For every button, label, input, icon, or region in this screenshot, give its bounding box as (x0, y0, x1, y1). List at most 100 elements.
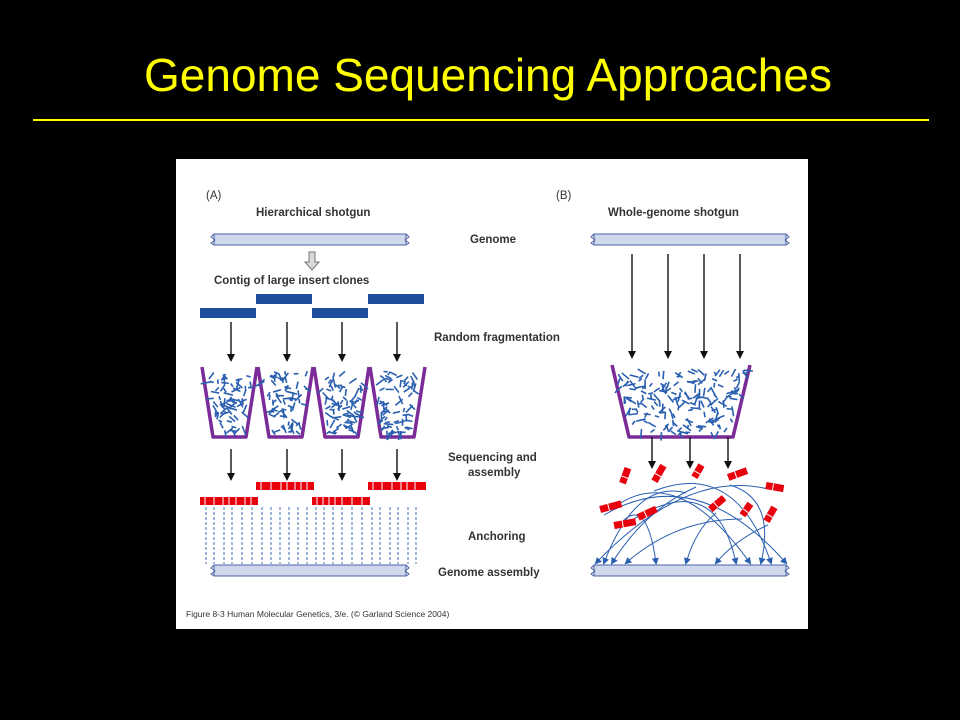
beaker-a-fragment (270, 379, 277, 387)
beaker-b-fragment (624, 407, 632, 417)
beaker-a-fragment (284, 385, 292, 390)
beaker-b-fragment (653, 387, 661, 393)
genome-bar-a-right-end (404, 233, 410, 246)
beaker-a-fragment (271, 429, 276, 436)
beaker-b-fragment (664, 411, 667, 420)
beaker-b-fragment (708, 420, 715, 423)
sequence-read-b (726, 467, 749, 481)
beaker-a-fragment (353, 431, 358, 436)
sequence-read-body (763, 505, 778, 523)
beaker-b-fragment (662, 370, 665, 380)
beaker-a-fragment (399, 380, 402, 388)
beaker-a-fragment (393, 385, 400, 394)
beaker-a-fragment (287, 421, 290, 426)
beaker-a-fragment (297, 390, 300, 398)
beaker-a-fragment (272, 388, 282, 393)
beaker-b-fragment (697, 377, 703, 384)
beaker-a-fragment (291, 402, 296, 411)
beaker-b-fragment (690, 406, 698, 410)
beaker-a-fragment (342, 412, 349, 416)
beaker-a-fragment (324, 376, 330, 381)
beaker-b-fragment (676, 375, 682, 378)
beaker-b-fragment (625, 397, 633, 403)
sequence-read-gap (693, 470, 701, 475)
beaker-a-fragment (279, 376, 285, 382)
beaker-b-fragment (717, 383, 724, 388)
beaker-a-fragment (409, 403, 416, 411)
beaker-b-fragment (711, 378, 718, 382)
sequence-read-body (691, 463, 705, 479)
beaker-b-fragment (653, 401, 659, 407)
anchoring-curve-arrow (603, 495, 788, 565)
beaker-a-fragment (231, 430, 237, 437)
beaker-a-fragment (235, 379, 240, 389)
sequence-read-b (708, 495, 727, 513)
sequence-read-gap (607, 503, 611, 511)
beaker-a-fragment (282, 399, 286, 405)
sequence-block-a (368, 482, 426, 490)
beaker-a-fragment (317, 387, 324, 394)
beaker-a-fragment (413, 390, 420, 395)
beaker-a-fragment (257, 378, 266, 387)
beaker-a-fragment (382, 400, 385, 410)
sequence-read-gap (654, 472, 662, 478)
genome-bar-a-left-end (210, 233, 216, 246)
beaker-a-fragment (332, 430, 337, 434)
clone-bar (312, 308, 368, 318)
beaker-b-fragment (673, 381, 679, 387)
beaker-a-fragment (249, 381, 252, 388)
beaker-a-fragment (379, 387, 385, 392)
beaker-a-fragment (412, 383, 417, 392)
beaker-a-fragment (236, 403, 242, 408)
sequence-read-gap (621, 475, 629, 479)
beaker-b-fragment (636, 418, 646, 422)
beaker-a-fragment (403, 376, 409, 382)
beaker-b-fragment (662, 424, 669, 431)
anchoring-curve-arrow (611, 492, 752, 565)
beaker-b-fragment (718, 369, 725, 378)
beaker-a-fragment (346, 409, 355, 417)
beaker-a-fragment (326, 388, 332, 392)
beaker-b-fragment (621, 372, 630, 380)
beaker-a-fragment (218, 419, 223, 423)
beaker-a-fragment (208, 372, 215, 380)
genome-bar-b-right-end (784, 233, 790, 246)
beaker-a-fragment (200, 381, 211, 385)
beaker-a-fragment (241, 425, 247, 436)
beaker-a-fragment (403, 387, 411, 393)
beaker-a-fragment (273, 412, 280, 418)
beaker-b-fragment (677, 431, 683, 436)
beaker-b-fragment (743, 369, 753, 372)
sequence-read-body (619, 466, 632, 485)
beaker-b-fragment (723, 370, 730, 376)
genome-assembly-bar-b (593, 564, 787, 577)
beaker-a-fragment (288, 430, 294, 433)
beaker-b-fragment (617, 373, 624, 382)
anchoring-curve-arrow (653, 483, 773, 565)
beaker-b-fragment (694, 384, 697, 393)
beaker-a-fragment (386, 424, 393, 429)
beaker-a-fragment (405, 404, 414, 414)
beaker-a-fragment (354, 415, 365, 419)
beaker-b-fragment (624, 380, 629, 387)
beaker-b-fragment (716, 424, 721, 429)
beaker-b-fragment (703, 373, 707, 382)
beaker-a-fragment (294, 393, 303, 402)
contig-arrow-icon (303, 251, 321, 271)
beaker-a-fragment (226, 398, 232, 402)
beaker-b-fragment (671, 391, 677, 396)
beaker-b-fragment (742, 369, 749, 380)
beaker-a-fragment (359, 387, 362, 393)
beaker-a-fragment (232, 387, 241, 393)
panel-b-tag: (B) (556, 190, 572, 202)
beaker-a-fragment (220, 403, 225, 410)
beaker-a-fragment (206, 397, 214, 400)
beaker-a-fragment (354, 399, 358, 404)
sequence-read-gap (643, 510, 648, 518)
beaker-b-fragment (682, 424, 692, 432)
beaker-a-fragment (246, 375, 251, 378)
beaker-b-fragment (715, 406, 720, 415)
clone-bar (200, 308, 256, 318)
beaker-a-fragment (216, 412, 220, 420)
beaker-a-fragment (326, 420, 329, 426)
